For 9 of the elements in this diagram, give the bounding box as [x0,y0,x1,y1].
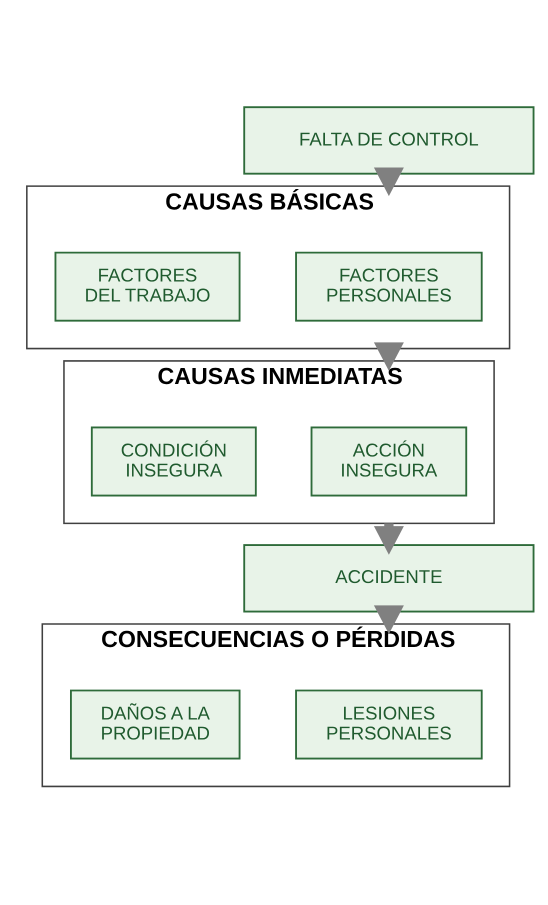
node-box: FACTORES PERSONALES [295,251,483,322]
arrow [374,342,404,370]
node-box: FACTORES DEL TRABAJO [54,251,240,322]
arrow [374,604,404,634]
arrow [374,167,404,196]
node-box: ACCIÓN INSEGURA [310,426,468,496]
node-box: CONDICIÓN INSEGURA [90,426,257,496]
node-box: DAÑOS A LA PROPIEDAD [70,689,240,759]
node-box: LESIONES PERSONALES [295,689,483,759]
